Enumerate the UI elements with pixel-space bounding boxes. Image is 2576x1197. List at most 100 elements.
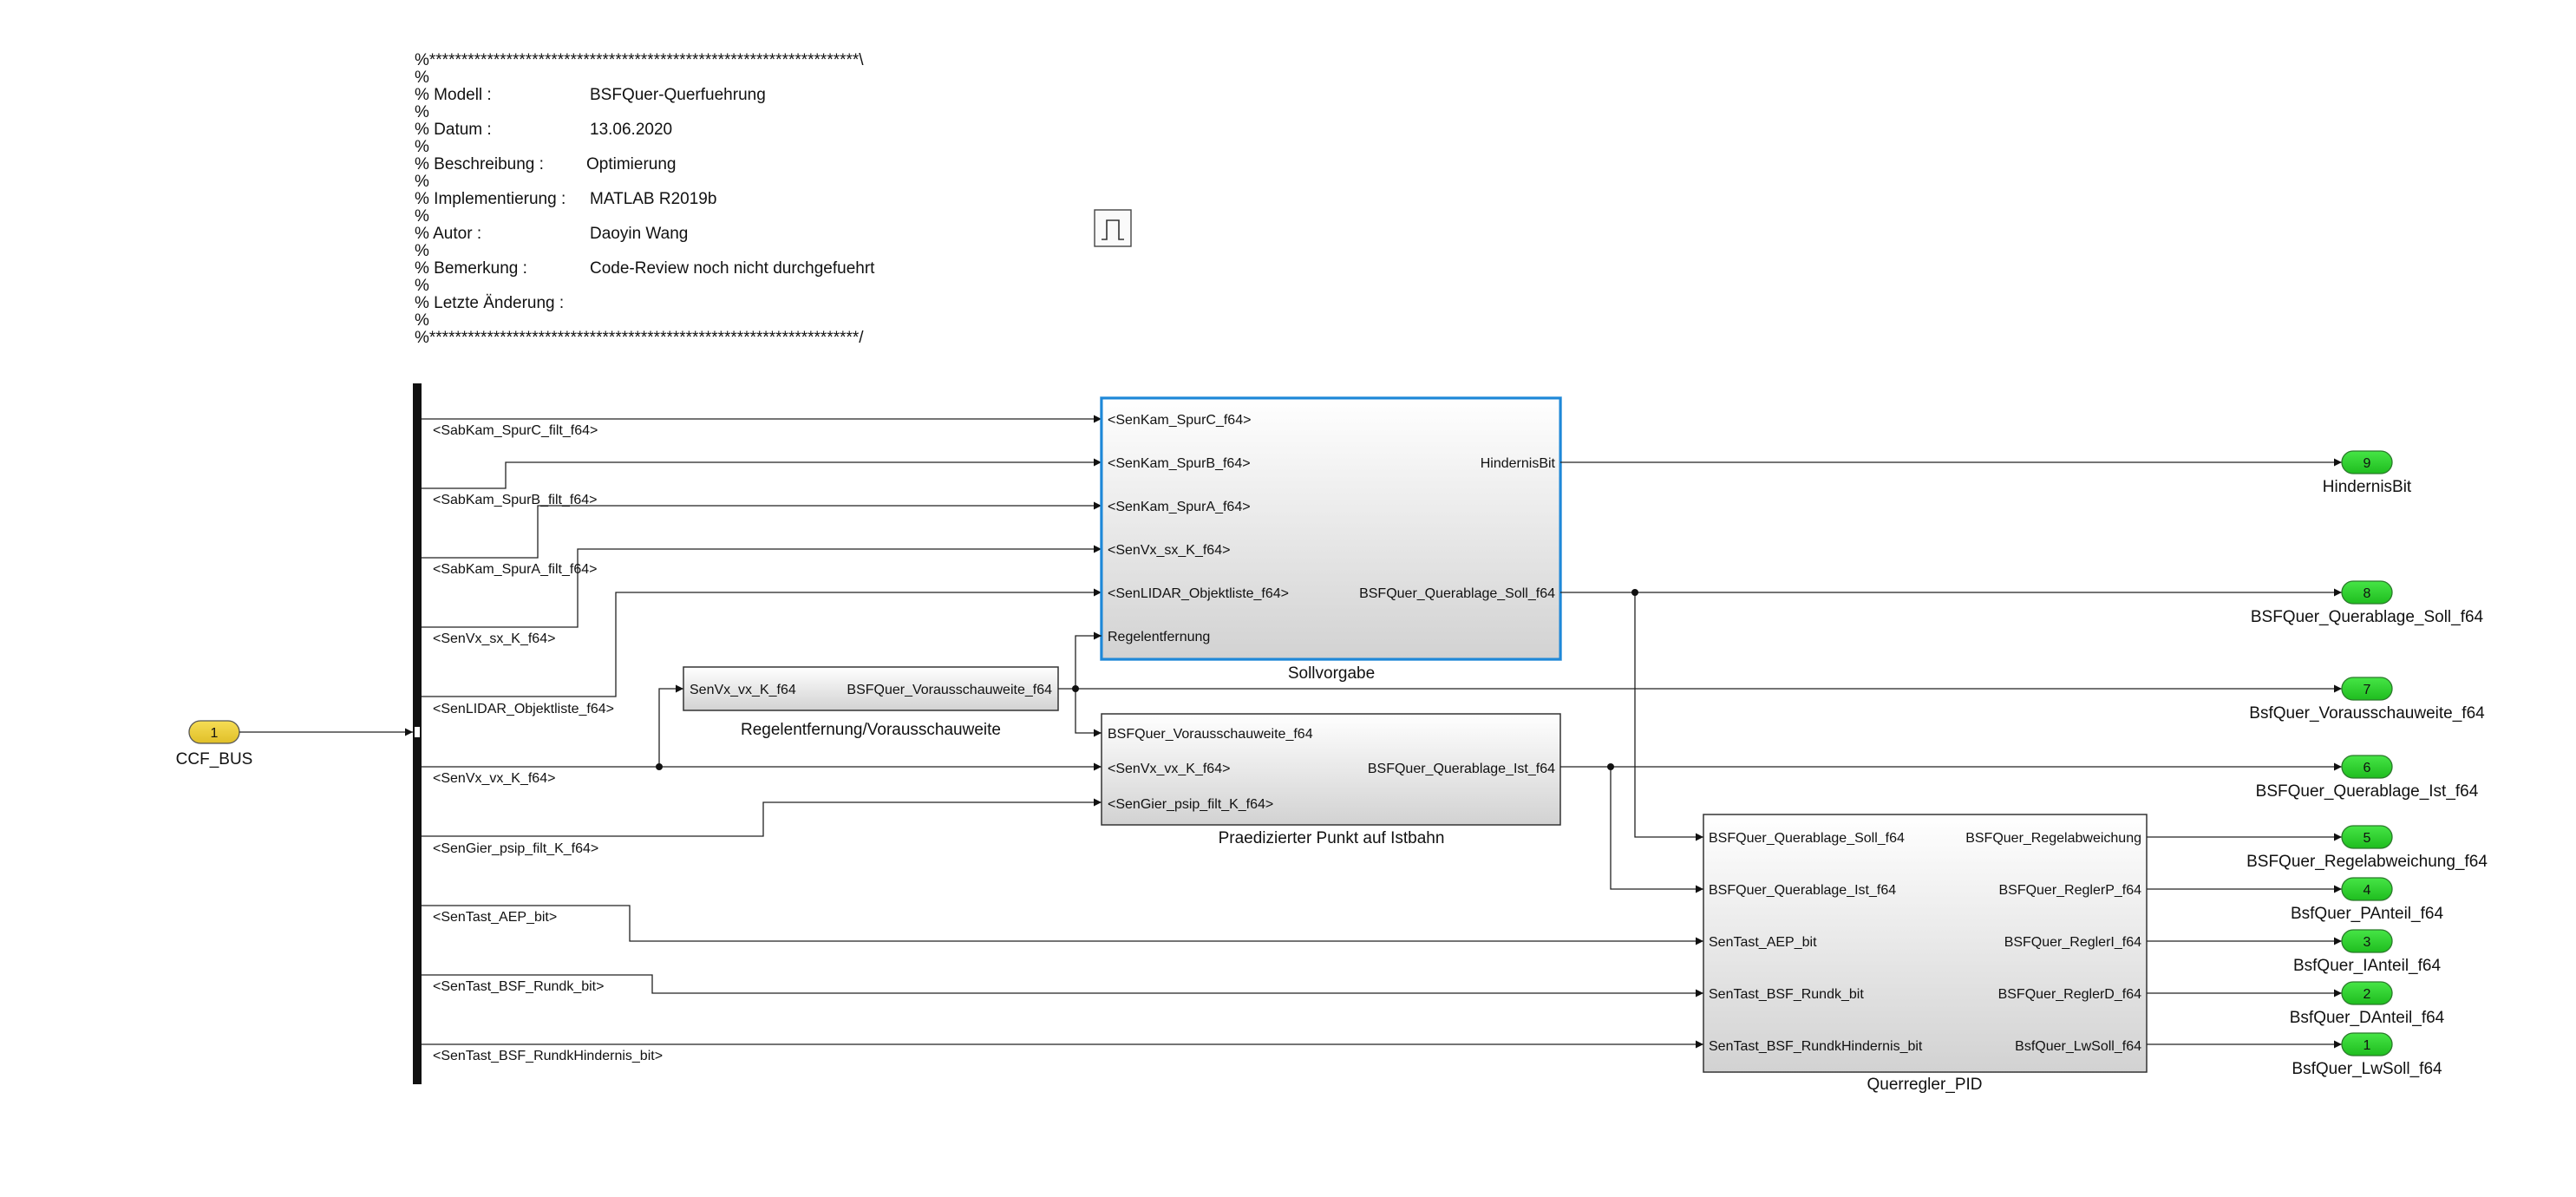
block-input-port-label: <SenVx_sx_K_f64> (1108, 543, 1230, 558)
block-name: Regelentfernung/Vorausschauweite (741, 721, 1001, 739)
header-pct: % (415, 103, 429, 121)
block-output-port-label: BSFQuer_ReglerI_f64 (2004, 935, 2141, 950)
outport-6[interactable]: 6 BSFQuer_Querablage_Ist_f64 (2256, 755, 2479, 801)
wire (1634, 592, 1703, 841)
header-value: Daoyin Wang (590, 225, 689, 243)
block-input-port-label: <SenKam_SpurB_f64> (1108, 456, 1251, 471)
outport-name: BSFQuer_Querablage_Soll_f64 (2251, 608, 2484, 626)
wire (1075, 689, 1102, 737)
wire (422, 588, 1102, 697)
header-stars-bottom: %***************************************… (415, 329, 864, 347)
wire (422, 545, 1102, 628)
block-input-port-label: <SenKam_SpurC_f64> (1108, 413, 1251, 428)
block-output-port-label: BsfQuer_LwSoll_f64 (2015, 1039, 2141, 1054)
outport-name: BsfQuer_IAnteil_f64 (2293, 957, 2441, 975)
bus-signal-label: <SabKam_SpurC_filt_f64> (433, 423, 598, 438)
wire (422, 458, 1102, 489)
outport-number: 3 (2364, 935, 2371, 950)
outport-5[interactable]: 5 BSFQuer_Regelabweichung_f64 (2246, 825, 2488, 871)
outport-7[interactable]: 7 BsfQuer_Vorausschauweite_f64 (2249, 677, 2485, 723)
outport-1[interactable]: 1 BsfQuer_LwSoll_f64 (2292, 1032, 2442, 1078)
bus-signal-wires (422, 415, 1703, 1049)
block-output-port-label: BSFQuer_Querablage_Soll_f64 (1359, 586, 1555, 601)
branch-point (1072, 685, 1079, 692)
header-pct: % (415, 69, 429, 87)
block-output-port-label: BSFQuer_Vorausschauweite_f64 (847, 683, 1052, 697)
block-input-port-label: BSFQuer_Querablage_Ist_f64 (1709, 883, 1896, 898)
wire (422, 905, 1703, 945)
header-key: % Datum : (415, 121, 492, 139)
outport-name: BSFQuer_Regelabweichung_f64 (2246, 853, 2488, 871)
outport-number: 7 (2364, 683, 2371, 697)
block-querregler-pid[interactable]: BSFQuer_Querablage_Soll_f64 BSFQuer_Quer… (1703, 814, 2148, 1094)
outport-number: 8 (2364, 586, 2371, 601)
outport-number: 4 (2364, 883, 2371, 898)
block-input-port-label: BSFQuer_Vorausschauweite_f64 (1108, 727, 1313, 742)
inport-ccf-bus[interactable]: 1 CCF_BUS (176, 720, 253, 769)
outport-number: 5 (2364, 831, 2371, 846)
wire (422, 501, 1102, 559)
block-praediziert[interactable]: BSFQuer_Vorausschauweite_f64 <SenVx_vx_K… (1101, 713, 1561, 847)
block-output-port-label: BSFQuer_Querablage_Ist_f64 (1368, 762, 1555, 776)
bus-signal-label: <SabKam_SpurA_filt_f64> (433, 562, 597, 577)
bus-signal-labels: <SabKam_SpurC_filt_f64> <SabKam_SpurB_fi… (433, 423, 663, 1063)
outport-2[interactable]: 2 BsfQuer_DAnteil_f64 (2290, 981, 2445, 1027)
outport-9[interactable]: 9 HindernisBit (2323, 450, 2412, 496)
bus-signal-label: <SenGier_psip_filt_K_f64> (433, 841, 598, 856)
wire (1075, 631, 1102, 689)
block-regelentfernung[interactable]: SenVx_vx_K_f64 BSFQuer_Vorausschauweite_… (683, 666, 1059, 739)
outport-name: BsfQuer_Vorausschauweite_f64 (2249, 704, 2485, 723)
header-value: Code-Review noch nicht durchgefuehrt (590, 259, 875, 278)
block-input-port-label: BSFQuer_Querablage_Soll_f64 (1709, 831, 1905, 846)
outport-8[interactable]: 8 BSFQuer_Querablage_Soll_f64 (2251, 580, 2484, 626)
header-key: % Implementierung : (415, 190, 566, 208)
bus-signal-label: <SenVx_sx_K_f64> (433, 631, 555, 646)
block-input-port-label: SenTast_BSF_RundkHindernis_bit (1709, 1039, 1923, 1054)
header-key: % Bemerkung : (415, 259, 527, 278)
header-pct: % (415, 242, 429, 260)
header-key: % Letzte Änderung : (415, 294, 565, 312)
block-output-port-label: BSFQuer_Regelabweichung (1965, 831, 2141, 846)
block-output-port-label: HindernisBit (1481, 456, 1556, 471)
branch-point (1631, 589, 1638, 596)
header-pct: % (415, 277, 429, 295)
block-output-port-label: BSFQuer_ReglerD_f64 (1998, 987, 2142, 1002)
bus-signal-label: <SenTast_AEP_bit> (433, 910, 557, 925)
header-key: % Autor : (415, 225, 482, 243)
header-value: Optimierung (586, 155, 677, 173)
header-value: MATLAB R2019b (590, 190, 717, 208)
branch-point (656, 763, 663, 770)
header-pct: % (415, 138, 429, 156)
header-value: 13.06.2020 (590, 121, 673, 139)
outport-number: 1 (2364, 1038, 2371, 1053)
block-input-port-label: SenVx_vx_K_f64 (690, 683, 796, 697)
outport-number: 9 (2364, 456, 2371, 471)
bus-signal-label: <SenTast_BSF_Rundk_bit> (433, 979, 604, 994)
header-pct: % (415, 173, 429, 191)
block-input-port-label: SenTast_BSF_Rundk_bit (1709, 987, 1864, 1002)
bus-selector-port (415, 727, 420, 737)
bus-signal-label: <SenVx_vx_K_f64> (433, 771, 555, 786)
header-key: % Modell : (415, 86, 492, 104)
block-input-port-label: <SenKam_SpurA_f64> (1108, 500, 1251, 514)
pulse-generator-icon[interactable] (1094, 209, 1132, 247)
wire (422, 974, 1703, 998)
header-pct: % (415, 311, 429, 330)
inport-name: CCF_BUS (176, 750, 253, 769)
wire (1610, 767, 1703, 893)
block-input-port-label: <SenLIDAR_Objektliste_f64> (1108, 586, 1289, 601)
block-input-port-label: <SenGier_psip_filt_K_f64> (1108, 797, 1273, 812)
block-input-port-label: <SenVx_vx_K_f64> (1108, 762, 1230, 776)
block-wires (656, 458, 2342, 1049)
block-sollvorgabe[interactable]: <SenKam_SpurC_f64> <SenKam_SpurB_f64> <S… (1100, 396, 1562, 683)
wire (658, 684, 683, 767)
block-output-port-label: BSFQuer_ReglerP_f64 (1998, 883, 2141, 898)
outport-3[interactable]: 3 BsfQuer_IAnteil_f64 (2293, 929, 2441, 975)
outport-4[interactable]: 4 BsfQuer_PAnteil_f64 (2291, 877, 2443, 923)
wire (422, 798, 1102, 837)
outport-name: BSFQuer_Querablage_Ist_f64 (2256, 782, 2479, 801)
outport-name: HindernisBit (2323, 478, 2412, 496)
bus-signal-label: <SenLIDAR_Objektliste_f64> (433, 702, 614, 716)
block-name: Querregler_PID (1867, 1076, 1982, 1094)
